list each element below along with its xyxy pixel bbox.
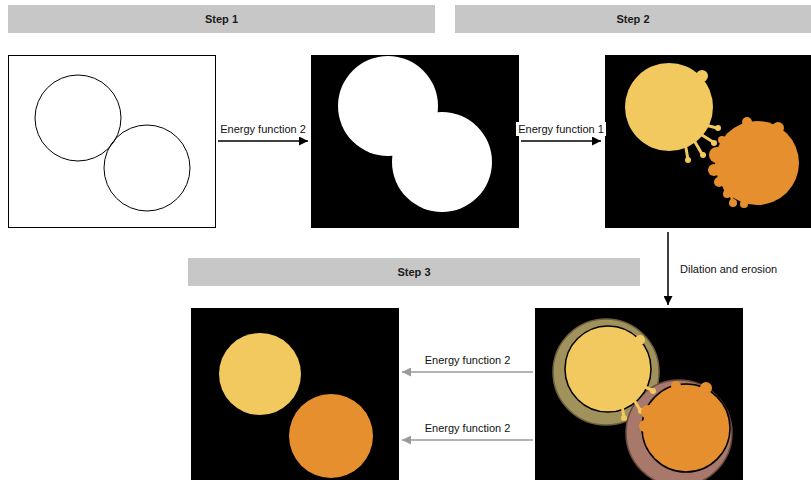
segment-blob [621, 415, 627, 421]
image-panel [311, 55, 519, 228]
clean-segment [219, 333, 301, 415]
segment-blob [685, 157, 691, 163]
segment-blob [641, 405, 655, 419]
flow-arrow [402, 371, 533, 373]
segment-blob [742, 117, 752, 127]
segment-blob [715, 125, 721, 131]
dilation-halo [553, 319, 659, 425]
panel-ground [605, 55, 811, 228]
image-panel [605, 55, 811, 228]
edge-label: Energy function 2 [423, 353, 513, 367]
segment-blob [718, 136, 726, 144]
result-panel [191, 308, 399, 480]
segment-drip [702, 135, 713, 142]
step-header: Step 1 [8, 5, 435, 33]
circle-outline [104, 125, 190, 211]
segment-blob [639, 420, 651, 432]
segment-blob [645, 435, 655, 445]
segment-blob [671, 381, 681, 391]
segment-blob [654, 451, 662, 459]
circle-outline [35, 75, 121, 161]
step-title: Step 1 [205, 13, 238, 25]
step-title: Step 3 [397, 266, 430, 278]
segment-body [565, 326, 651, 412]
segment-blob [711, 140, 717, 146]
segment-blob [700, 382, 712, 394]
segment-drip [633, 398, 640, 410]
mask-disc [392, 112, 492, 212]
flow-arrow [402, 439, 533, 441]
image-panel [191, 308, 399, 480]
edge-label: Energy function 2 [423, 421, 513, 435]
segment-blob [709, 147, 725, 163]
orange-segment [708, 117, 799, 208]
segment-body [715, 121, 799, 205]
step-header: Step 3 [188, 258, 640, 286]
yellow-segment [565, 326, 656, 421]
segment-blob [772, 122, 784, 134]
panel-frame [9, 56, 216, 228]
image-panel [8, 55, 216, 228]
yellow-segment [625, 63, 721, 163]
segment-panel [605, 55, 811, 228]
panel-ground [191, 308, 399, 480]
segment-blob [740, 200, 748, 208]
segment-blob [700, 152, 706, 158]
segment-blob [635, 335, 645, 345]
segment-drip [640, 385, 652, 390]
segment-blob [729, 199, 737, 207]
mask-panel [311, 55, 519, 228]
clean-segment [289, 394, 373, 478]
panel-ground [311, 55, 519, 228]
segment-body [625, 63, 713, 151]
flow-arrow [218, 140, 308, 142]
segment-drip [695, 142, 702, 154]
step-title: Step 2 [616, 13, 649, 25]
edge-label: Dilation and erosion [678, 262, 779, 276]
morphology-panel [535, 308, 743, 480]
segment-body [642, 384, 730, 472]
segment-blob [650, 388, 656, 394]
flow-arrow [521, 140, 601, 142]
image-panel [535, 308, 743, 480]
step-header: Step 2 [455, 5, 811, 33]
orange-segment [639, 381, 730, 472]
segment-blob [696, 70, 708, 82]
segment-blob [708, 164, 720, 176]
edge-label: Energy function 1 [516, 122, 606, 136]
edge-label: Energy function 2 [218, 122, 308, 136]
outline-panel [9, 56, 216, 228]
flow-arrow [667, 232, 669, 305]
